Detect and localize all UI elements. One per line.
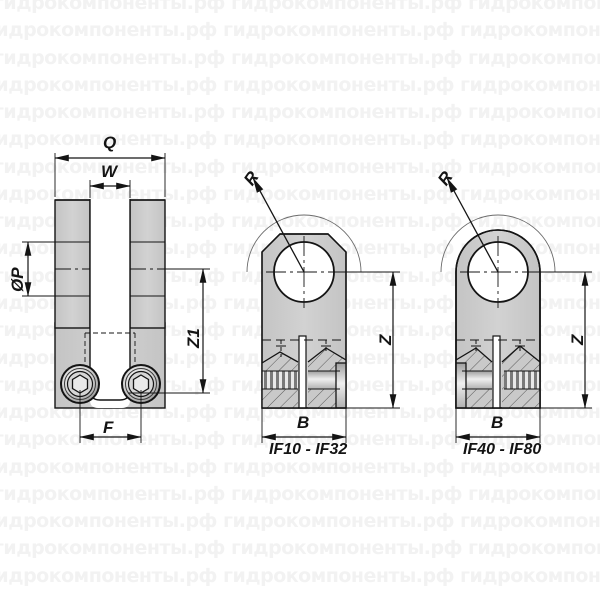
view-caption-large: IF40 - IF80: [463, 441, 542, 458]
dimension-z1: [128, 268, 210, 394]
dimension-label-b-small: B: [297, 413, 310, 432]
clamp-bolt-left: [60, 364, 100, 404]
front-view: [22, 153, 210, 443]
dimension-w: [89, 180, 131, 198]
dimension-b-small: [261, 406, 347, 443]
dimension-label-z-large: Z: [568, 334, 587, 345]
side-view-small: [246, 177, 400, 443]
dimension-z-small: [342, 271, 400, 409]
dimension-label-q: Q: [103, 133, 117, 152]
side-view-large: [440, 177, 592, 443]
dimension-label-w: W: [101, 162, 118, 181]
dimension-z-large: [536, 271, 592, 409]
dimension-phi-p: [22, 241, 60, 297]
dimension-b-large: [455, 406, 541, 443]
dimension-q: [54, 153, 166, 197]
dimension-f: [79, 390, 142, 443]
dimension-label-z1: Z1: [184, 328, 203, 348]
view-caption-small: IF10 - IF32: [269, 441, 348, 458]
dimension-label-phi-p: ØP: [8, 267, 27, 292]
dimension-label-b-large: B: [491, 413, 504, 432]
dimension-label-f: F: [103, 418, 114, 437]
dimension-label-z-small: Z: [376, 334, 395, 345]
